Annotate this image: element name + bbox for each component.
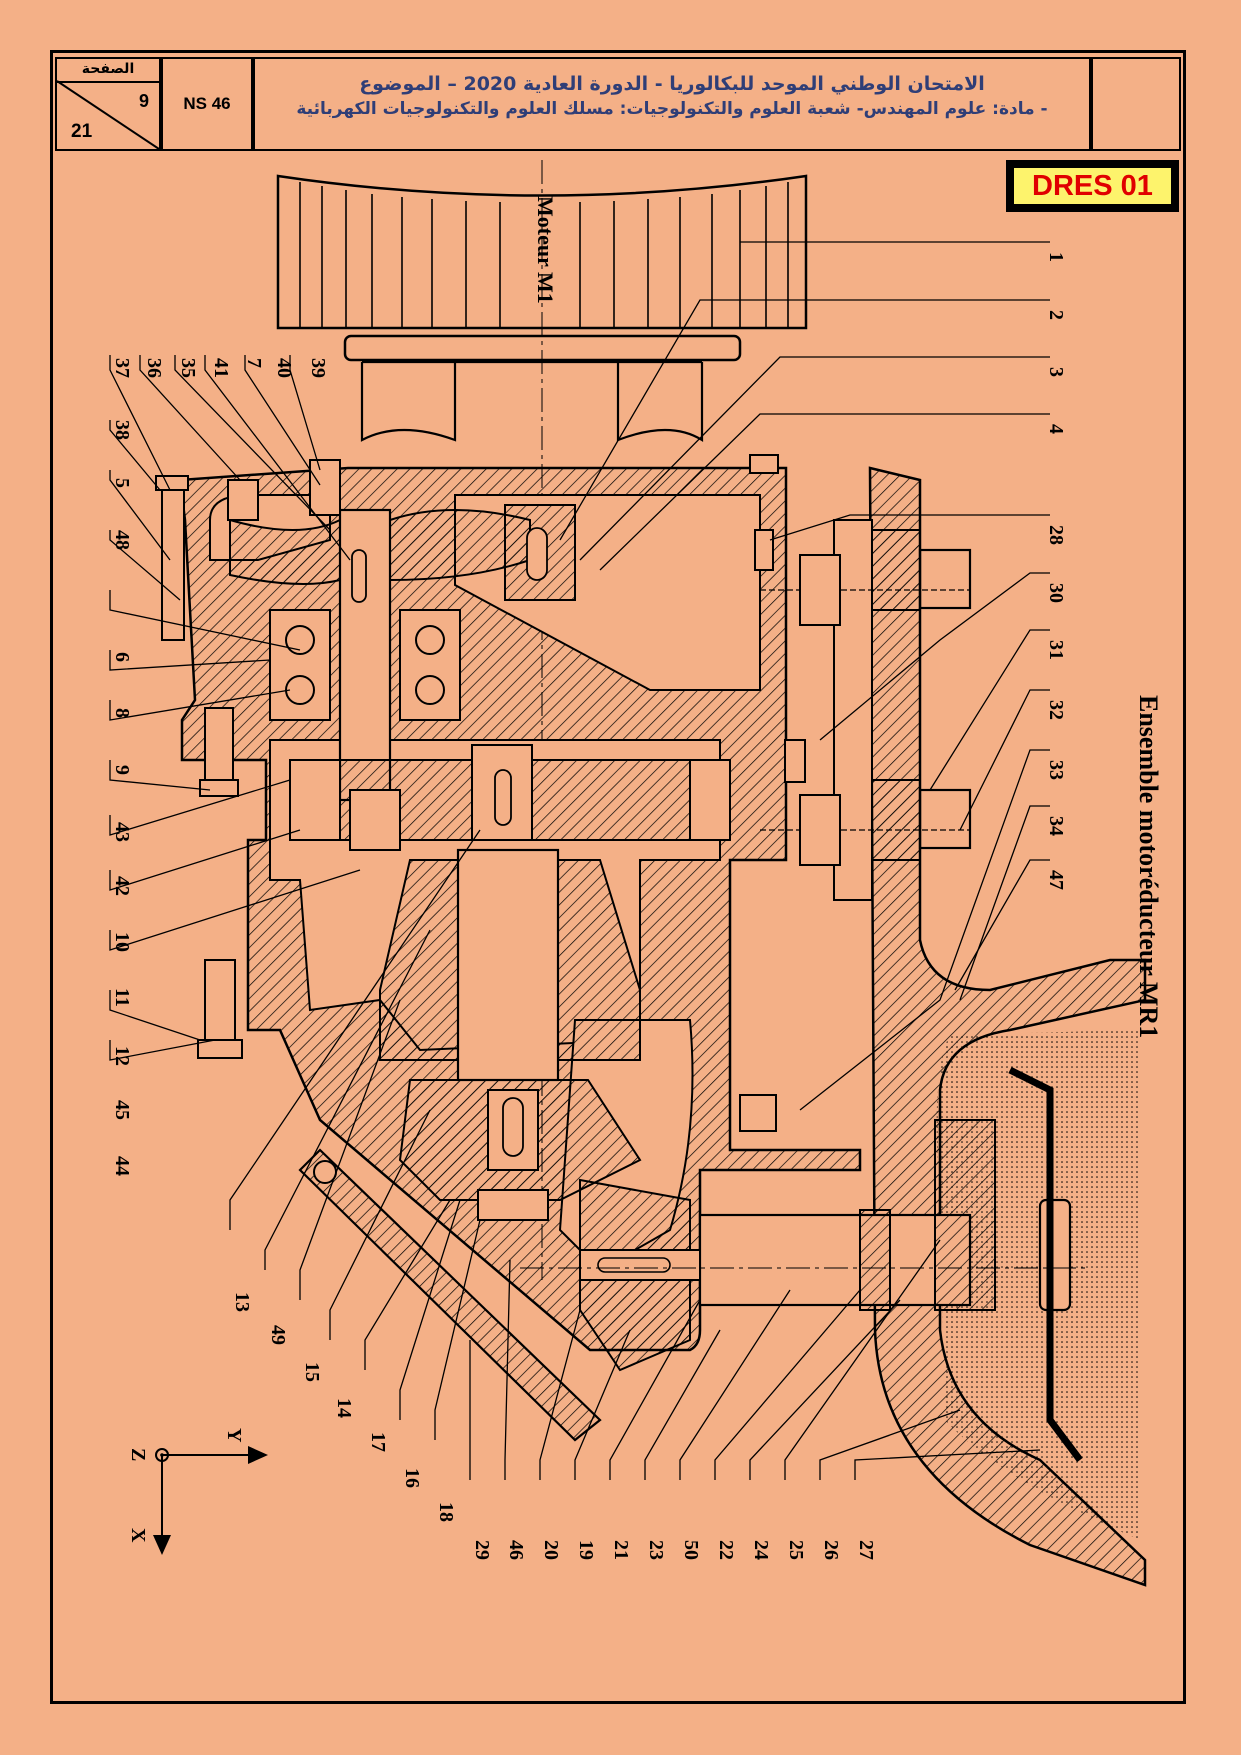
part-label: 12 <box>111 1046 133 1066</box>
part-label: 25 <box>785 1540 807 1560</box>
page-number-cell: الصفحة 9 21 <box>55 57 161 151</box>
part-label: 34 <box>1045 816 1067 836</box>
exam-title-cell: الامتحان الوطني الموحد للبكالوريا - الدو… <box>253 57 1091 151</box>
part-label: 39 <box>307 358 329 378</box>
part-label: 41 <box>210 358 232 378</box>
part-label: 18 <box>435 1502 457 1522</box>
page-diagonal <box>57 80 159 149</box>
blank-cell <box>1091 57 1181 151</box>
motor-m1 <box>276 160 808 1280</box>
part-label: 30 <box>1045 583 1067 603</box>
part-label: 6 <box>111 652 133 662</box>
left-part-labels: 39 40 7 41 35 36 37 38 5 48 6 8 9 43 42 … <box>111 358 329 1176</box>
part-label: 31 <box>1045 640 1067 660</box>
drawing-frame <box>50 50 1186 1704</box>
part-label: 19 <box>575 1540 597 1560</box>
part-label: 36 <box>143 358 165 378</box>
part-label: 22 <box>715 1540 737 1560</box>
assembly-title: Ensemble motoréducteur MR1 <box>1134 695 1163 1038</box>
part-label: 28 <box>1045 525 1067 545</box>
exam-subject: - مادة: علوم المهندس- شعبة العلوم والتكن… <box>296 99 1048 119</box>
part-label: 37 <box>111 358 133 378</box>
part-label: 10 <box>111 932 133 952</box>
part-label: 1 <box>1045 252 1067 262</box>
part-label: 3 <box>1045 367 1067 377</box>
part-label: 44 <box>111 1156 133 1176</box>
part-label: 17 <box>367 1432 389 1452</box>
screws <box>155 454 806 1132</box>
exam-code: NS 46 <box>161 57 253 151</box>
part-label: 27 <box>855 1540 877 1560</box>
axis-x-label: X <box>127 1528 149 1543</box>
part-label: 42 <box>111 876 133 896</box>
part-label: 38 <box>111 420 133 440</box>
part-label: 13 <box>231 1292 253 1312</box>
part-label: 14 <box>333 1398 355 1418</box>
part-label: 43 <box>111 822 133 842</box>
part-label: 49 <box>267 1325 289 1345</box>
title-block: الصفحة 9 21 NS 46 الامتحان الوطني الموحد… <box>55 57 1181 151</box>
part-label: 8 <box>111 708 133 718</box>
part-label: 35 <box>177 358 199 378</box>
part-label: 16 <box>401 1468 423 1488</box>
bottom-part-labels: 13 49 15 14 17 16 18 29 46 20 19 21 23 5… <box>231 1292 877 1560</box>
part-label: 40 <box>273 358 295 378</box>
part-label: 4 <box>1045 424 1067 434</box>
part-label: 23 <box>645 1540 667 1560</box>
motor-label: Moteur M1 <box>533 196 558 304</box>
exam-title: الامتحان الوطني الموحد للبكالوريا - الدو… <box>359 73 985 95</box>
part-label: 21 <box>610 1540 632 1560</box>
leader-lines <box>109 241 1050 1480</box>
screw-head <box>313 1160 337 1184</box>
part-label: 45 <box>111 1100 133 1120</box>
part-label: 11 <box>111 988 133 1007</box>
page-label: الصفحة <box>81 61 135 77</box>
part-label: 24 <box>750 1540 772 1560</box>
part-label: 46 <box>505 1540 527 1560</box>
part-label: 33 <box>1045 760 1067 780</box>
axis-indicator <box>153 1446 268 1555</box>
part-label: 48 <box>111 530 133 550</box>
part-label: 47 <box>1045 870 1067 890</box>
axis-z-label: Z <box>127 1448 149 1461</box>
part-label: 20 <box>540 1540 562 1560</box>
part-label: 2 <box>1045 310 1067 320</box>
document-id: DRES 01 <box>1012 166 1173 206</box>
part-label: 9 <box>111 765 133 775</box>
right-part-labels: 1 2 3 4 28 30 31 32 33 34 47 <box>1045 252 1067 890</box>
support-frame <box>760 466 1147 1587</box>
output-gear-assembly <box>379 848 1090 1463</box>
axis-y-label: Y <box>223 1428 245 1443</box>
input-shaft-assembly <box>229 504 731 851</box>
part-label: 5 <box>111 478 133 488</box>
part-label: 15 <box>301 1362 323 1382</box>
page-number: 9 <box>138 91 149 111</box>
part-label: 29 <box>471 1540 493 1560</box>
part-label: 26 <box>820 1540 842 1560</box>
part-label: 50 <box>680 1540 702 1560</box>
part-label: 7 <box>243 358 265 368</box>
document-id-box: DRES 01 <box>1006 160 1179 212</box>
part-label: 32 <box>1045 700 1067 720</box>
page-total: 21 <box>71 121 93 142</box>
